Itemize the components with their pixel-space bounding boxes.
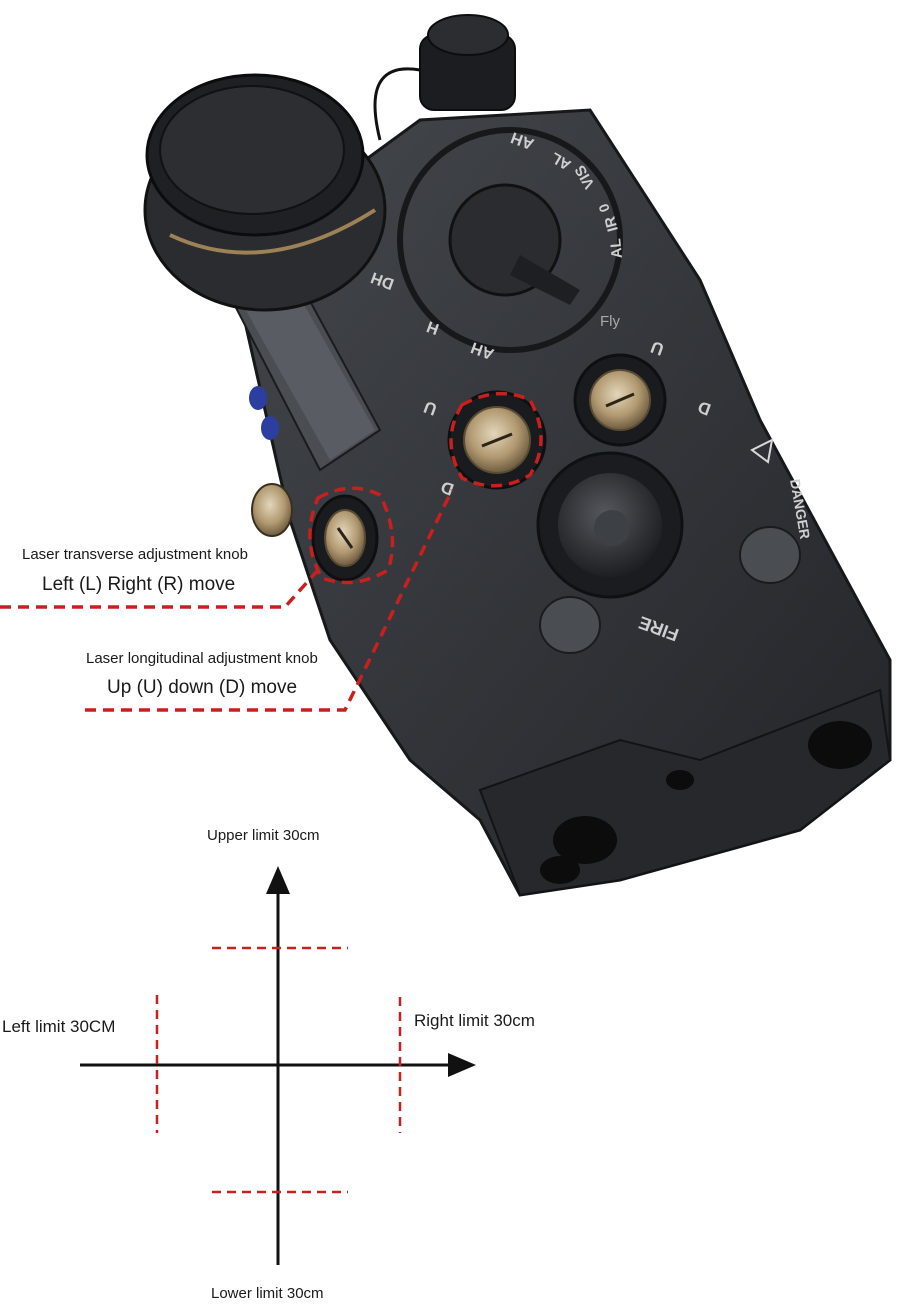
longitudinal-knob-highlight [449, 391, 543, 488]
mark-u-right: U [648, 337, 666, 359]
side-button-left[interactable] [539, 596, 601, 654]
mode-dial-ring [397, 127, 623, 353]
mark-ah: AH [469, 338, 497, 362]
mark-d-left: D [438, 477, 456, 499]
emitter-apertures [540, 721, 872, 884]
longitudinal-knob[interactable] [447, 390, 547, 490]
longitudinal-title: Laser longitudinal adjustment knob [86, 650, 318, 667]
rail-screw [251, 483, 293, 537]
longitudinal-desc: Up (U) down (D) move [107, 677, 298, 698]
transverse-desc: Left (L) Right (R) move [42, 574, 236, 595]
mark-dh: DH [369, 268, 397, 292]
longitudinal-leader [85, 489, 454, 712]
transverse-leader [0, 568, 320, 609]
mark-h: H [425, 317, 442, 337]
right-arrow-icon [448, 1053, 476, 1077]
mark-u-left: U [421, 397, 439, 419]
transverse-title: Laser transverse adjustment knob [22, 546, 248, 563]
mark-d-right: D [695, 397, 713, 419]
secondary-knob[interactable] [573, 353, 667, 447]
right-limit-label: Right limit 30cm [414, 1011, 535, 1030]
upper-limit-label: Upper limit 30cm [207, 827, 320, 844]
mode-selector-lever [510, 255, 580, 305]
fire-pad[interactable] [536, 451, 684, 599]
mode-label-ah: AH [509, 128, 537, 152]
fly-mark: Fly [600, 313, 620, 330]
up-arrow-icon [266, 866, 290, 894]
laser-device: AH AL VIS 0 IR AL DH H AH Fly U D U D [143, 14, 892, 897]
transverse-knob-highlight [308, 486, 395, 585]
transverse-knob[interactable] [311, 494, 379, 582]
side-button-right[interactable] [739, 526, 801, 584]
blue-screws [249, 386, 279, 440]
battery-cap [143, 73, 387, 312]
left-limit-label: Left limit 30CM [2, 1017, 116, 1036]
mode-label-ir: IR [602, 214, 622, 233]
callout-dashes [0, 391, 543, 712]
top-cap [373, 14, 516, 141]
lower-limit-label: Lower limit 30cm [211, 1285, 324, 1302]
side-window [240, 280, 375, 460]
mode-label-al-bottom: AL [607, 238, 626, 259]
limit-cross [80, 866, 476, 1265]
